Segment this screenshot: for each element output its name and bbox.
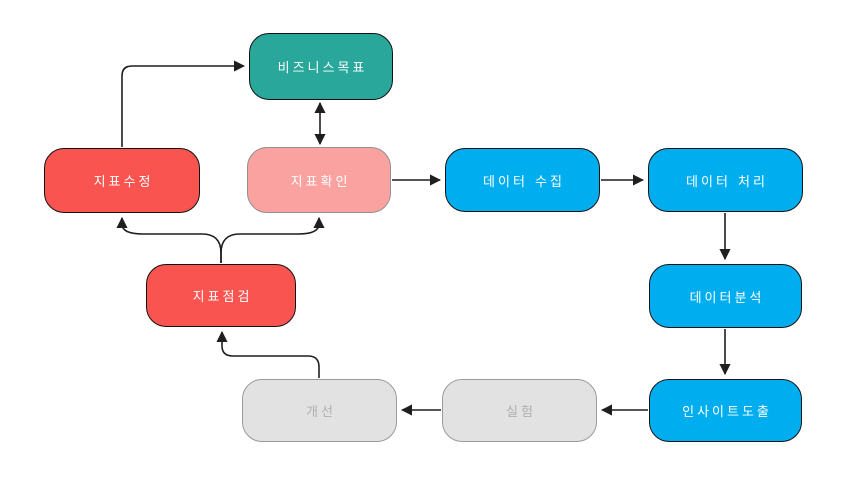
node-business-goal: 비즈니스목표 xyxy=(249,33,393,100)
node-improve: 개선 xyxy=(242,379,397,442)
edge-metric-inspect-to-metric-edit xyxy=(116,216,222,263)
node-metric-inspect: 지표점검 xyxy=(146,264,296,327)
edge-metric-inspect-to-metric-check xyxy=(220,216,325,263)
edge-improve-to-metric-inspect xyxy=(216,330,320,378)
edge-metric-edit-to-business-goal xyxy=(121,60,246,147)
node-metric-edit: 지표수정 xyxy=(44,148,200,213)
node-insight: 인사이트도출 xyxy=(649,379,802,442)
edge-group xyxy=(116,60,731,416)
node-metric-check: 지표확인 xyxy=(247,147,391,213)
node-data-collect: 데이터 수집 xyxy=(445,148,600,212)
node-data-process: 데이터 처리 xyxy=(648,148,803,212)
node-data-analyze: 데이터분석 xyxy=(649,264,802,328)
node-experiment: 실험 xyxy=(442,379,597,442)
